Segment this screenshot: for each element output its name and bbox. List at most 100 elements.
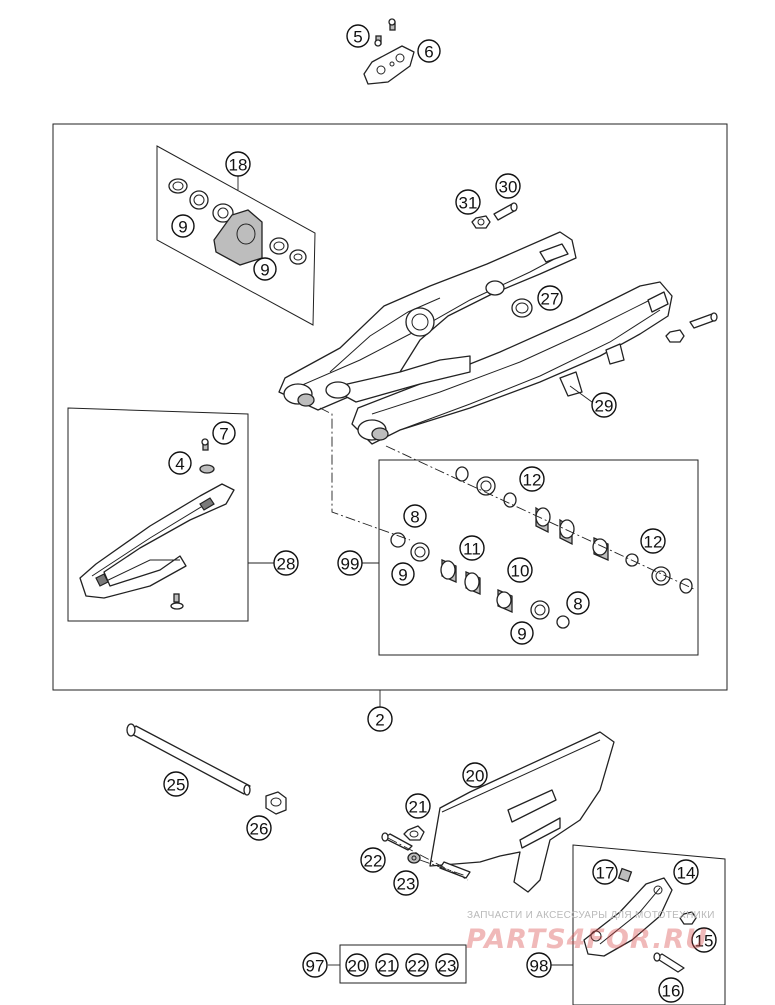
callout-28: 28 (273, 550, 299, 576)
nut-part-21 (403, 825, 425, 841)
svg-text:12: 12 (523, 471, 542, 490)
svg-text:20: 20 (466, 767, 485, 786)
callout-2: 2 (367, 706, 393, 732)
svg-text:30: 30 (499, 178, 518, 197)
svg-text:22: 22 (408, 957, 427, 976)
callout-98: 98 (526, 952, 552, 978)
svg-text:20: 20 (348, 957, 367, 976)
svg-text:26: 26 (250, 820, 269, 839)
svg-text:11: 11 (463, 540, 481, 559)
svg-text:22: 22 (364, 852, 383, 871)
callout-22: 22 (360, 847, 386, 873)
callout-15: 15 (691, 927, 717, 953)
callout-17: 17 (592, 859, 618, 885)
callout-12-b: 12 (640, 528, 666, 554)
svg-text:15: 15 (695, 932, 714, 951)
callout-9-a: 9 (171, 214, 195, 238)
callout-4: 4 (168, 451, 192, 475)
callout-31: 31 (455, 189, 481, 215)
svg-text:8: 8 (573, 595, 582, 614)
centerline-guide (387, 837, 469, 881)
svg-text:99: 99 (341, 555, 360, 574)
callout-10: 10 (507, 557, 533, 583)
svg-text:16: 16 (662, 982, 681, 1001)
callout-21: 21 (405, 793, 431, 819)
centerline-upper (385, 445, 697, 591)
watermark-caption: ЗАПЧАСТИ И АКСЕССУАРЫ ДЛЯ МОТОТЕХНИКИ (467, 910, 715, 921)
axle-bolt-right (665, 312, 718, 343)
svg-text:8: 8 (410, 508, 419, 527)
svg-text:29: 29 (595, 397, 614, 416)
svg-text:6: 6 (424, 43, 433, 62)
bearing-kit-frame-18 (156, 145, 316, 326)
callout-25: 25 (163, 771, 189, 797)
svg-text:27: 27 (541, 290, 560, 309)
svg-text:21: 21 (409, 798, 428, 817)
bolt-part-22 (381, 832, 413, 851)
chain-slider-frame-28 (67, 407, 249, 622)
axle-nut-part-26 (265, 791, 287, 815)
callout-27: 27 (537, 285, 563, 311)
svg-text:5: 5 (353, 28, 362, 47)
svg-text:9: 9 (178, 218, 187, 237)
centerline-pivot (319, 407, 411, 541)
kit-97-item-21: 21 (375, 953, 399, 977)
watermark-logo: PARTS4FOR.RU (466, 924, 709, 955)
callout-18: 18 (225, 151, 251, 177)
bolt-part-30 (493, 202, 518, 221)
callout-14: 14 (673, 859, 699, 885)
svg-text:23: 23 (438, 957, 457, 976)
svg-text:28: 28 (277, 555, 296, 574)
swingarm-assembly-frame (52, 123, 728, 691)
callout-97: 97 (302, 952, 328, 978)
bearing-kit-18 (168, 178, 307, 266)
svg-text:31: 31 (459, 194, 478, 213)
swingarm-part-2 (278, 231, 673, 445)
callout-8-b: 8 (566, 591, 590, 615)
ring-part-27 (511, 298, 533, 318)
washer-part-23 (407, 852, 421, 864)
callout-23: 23 (393, 870, 419, 896)
callout-11: 11 (459, 535, 485, 561)
kit-97-item-23: 23 (435, 953, 459, 977)
kit-97-item-20: 20 (345, 953, 369, 977)
swingarm-axle-part-25 (126, 723, 251, 796)
guide-block-part-14 (583, 877, 673, 957)
callout-9-b: 9 (253, 257, 277, 281)
bearing-kit-frame-99 (378, 459, 699, 656)
callout-9-d: 9 (510, 621, 534, 645)
callout-26: 26 (246, 815, 272, 841)
bolt-part-16 (653, 952, 685, 973)
centerline-washer (419, 859, 467, 877)
leader-29 (569, 385, 593, 403)
svg-text:9: 9 (517, 625, 526, 644)
callout-30: 30 (495, 173, 521, 199)
svg-text:9: 9 (260, 261, 269, 280)
callout-12-a: 12 (519, 466, 545, 492)
callout-8-a: 8 (403, 504, 427, 528)
svg-text:18: 18 (229, 156, 248, 175)
callout-5: 5 (346, 24, 370, 48)
callout-29: 29 (591, 392, 617, 418)
svg-text:21: 21 (378, 957, 397, 976)
svg-text:2: 2 (375, 711, 384, 730)
svg-text:7: 7 (219, 425, 228, 444)
kit-97-item-22: 22 (405, 953, 429, 977)
nut-part-17 (617, 867, 633, 883)
callout-6: 6 (417, 39, 441, 63)
svg-text:23: 23 (397, 875, 416, 894)
callout-20: 20 (462, 762, 488, 788)
callout-7: 7 (212, 421, 236, 445)
nut-part-15 (679, 911, 697, 925)
chain-slider-part-28 (79, 438, 235, 610)
svg-text:10: 10 (511, 562, 530, 581)
svg-text:17: 17 (596, 864, 615, 883)
chain-guide-part-20 (429, 731, 615, 893)
chain-guide-frame-98 (572, 844, 726, 1005)
svg-text:12: 12 (644, 533, 663, 552)
svg-text:97: 97 (306, 957, 325, 976)
nut-part-31 (471, 215, 491, 229)
bearing-kit-parts-99 (390, 466, 693, 629)
svg-text:98: 98 (530, 957, 549, 976)
